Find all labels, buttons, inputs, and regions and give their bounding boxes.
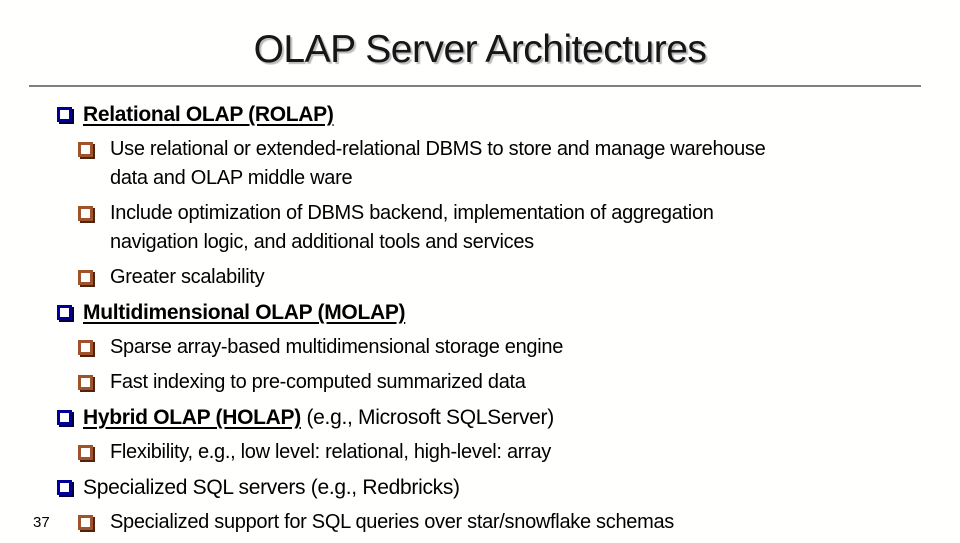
level1-bullet-icon [57,305,72,320]
level2-bullet-icon [78,375,93,390]
text-segment: Include optimization of DBMS backend, im… [110,202,714,224]
text-segment: (e.g., Microsoft SQLServer) [300,406,554,429]
page-title: OLAP Server Architectures [253,28,707,71]
text-segment: Sparse array-based multidimensional stor… [110,336,564,358]
level1-bullet-icon [57,107,72,122]
list-item: Relational OLAP (ROLAP) [0,100,960,129]
list-item: Include optimization of DBMS backend, im… [0,199,960,257]
item-line: Sparse array-based multidimensional stor… [0,333,960,362]
level2-bullet-icon [78,270,93,285]
item-line: Use relational or extended-relational DB… [0,135,960,164]
item-line: Hybrid OLAP (HOLAP) (e.g., Microsoft SQL… [0,403,960,432]
text-segment: navigation logic, and additional tools a… [110,231,534,253]
text-segment: Relational OLAP (ROLAP) [83,103,334,126]
list-item: Sparse array-based multidimensional stor… [0,333,960,362]
text-segment: Specialized support for SQL queries over… [110,511,674,533]
text-segment: Use relational or extended-relational DB… [110,138,766,160]
text-segment: Hybrid OLAP (HOLAP) [83,406,301,429]
item-line: navigation logic, and additional tools a… [0,228,960,257]
level1-bullet-icon [57,410,72,425]
level2-bullet-icon [78,142,93,157]
page-number: 37 [33,514,50,531]
list-item: Flexibility, e.g., low level: relational… [0,438,960,467]
item-line: Specialized support for SQL queries over… [0,508,960,537]
list-item: Fast indexing to pre-computed summarized… [0,368,960,397]
item-line: Specialized SQL servers (e.g., Redbricks… [0,473,960,502]
list-item: Specialized SQL servers (e.g., Redbricks… [0,473,960,502]
item-line: data and OLAP middle ware [0,164,960,193]
level2-bullet-icon [78,445,93,460]
list-item: Greater scalability [0,263,960,292]
title-divider [29,85,921,87]
level2-bullet-icon [78,515,93,530]
level2-bullet-icon [78,340,93,355]
item-line: Flexibility, e.g., low level: relational… [0,438,960,467]
bullet-list: Relational OLAP (ROLAP) Use relational or… [0,100,960,543]
text-segment: Flexibility, e.g., low level: relational… [110,441,552,463]
item-line: Greater scalability [0,263,960,292]
list-item: Specialized support for SQL queries over… [0,508,960,537]
level2-bullet-icon [78,206,93,221]
item-line: Relational OLAP (ROLAP) [0,100,960,129]
text-segment: Specialized SQL servers (e.g., Redbricks… [83,476,460,499]
item-line: Fast indexing to pre-computed summarized… [0,368,960,397]
text-segment: data and OLAP middle ware [110,167,353,189]
level1-bullet-icon [57,480,72,495]
text-segment: Fast indexing to pre-computed summarized… [110,371,526,393]
list-item: Use relational or extended-relational DB… [0,135,960,193]
list-item: Multidimensional OLAP (MOLAP) [0,298,960,327]
item-line: Include optimization of DBMS backend, im… [0,199,960,228]
text-segment: Multidimensional OLAP (MOLAP) [83,301,406,324]
text-segment: Greater scalability [110,266,265,288]
list-item: Hybrid OLAP (HOLAP) (e.g., Microsoft SQL… [0,403,960,432]
item-line: Multidimensional OLAP (MOLAP) [0,298,960,327]
